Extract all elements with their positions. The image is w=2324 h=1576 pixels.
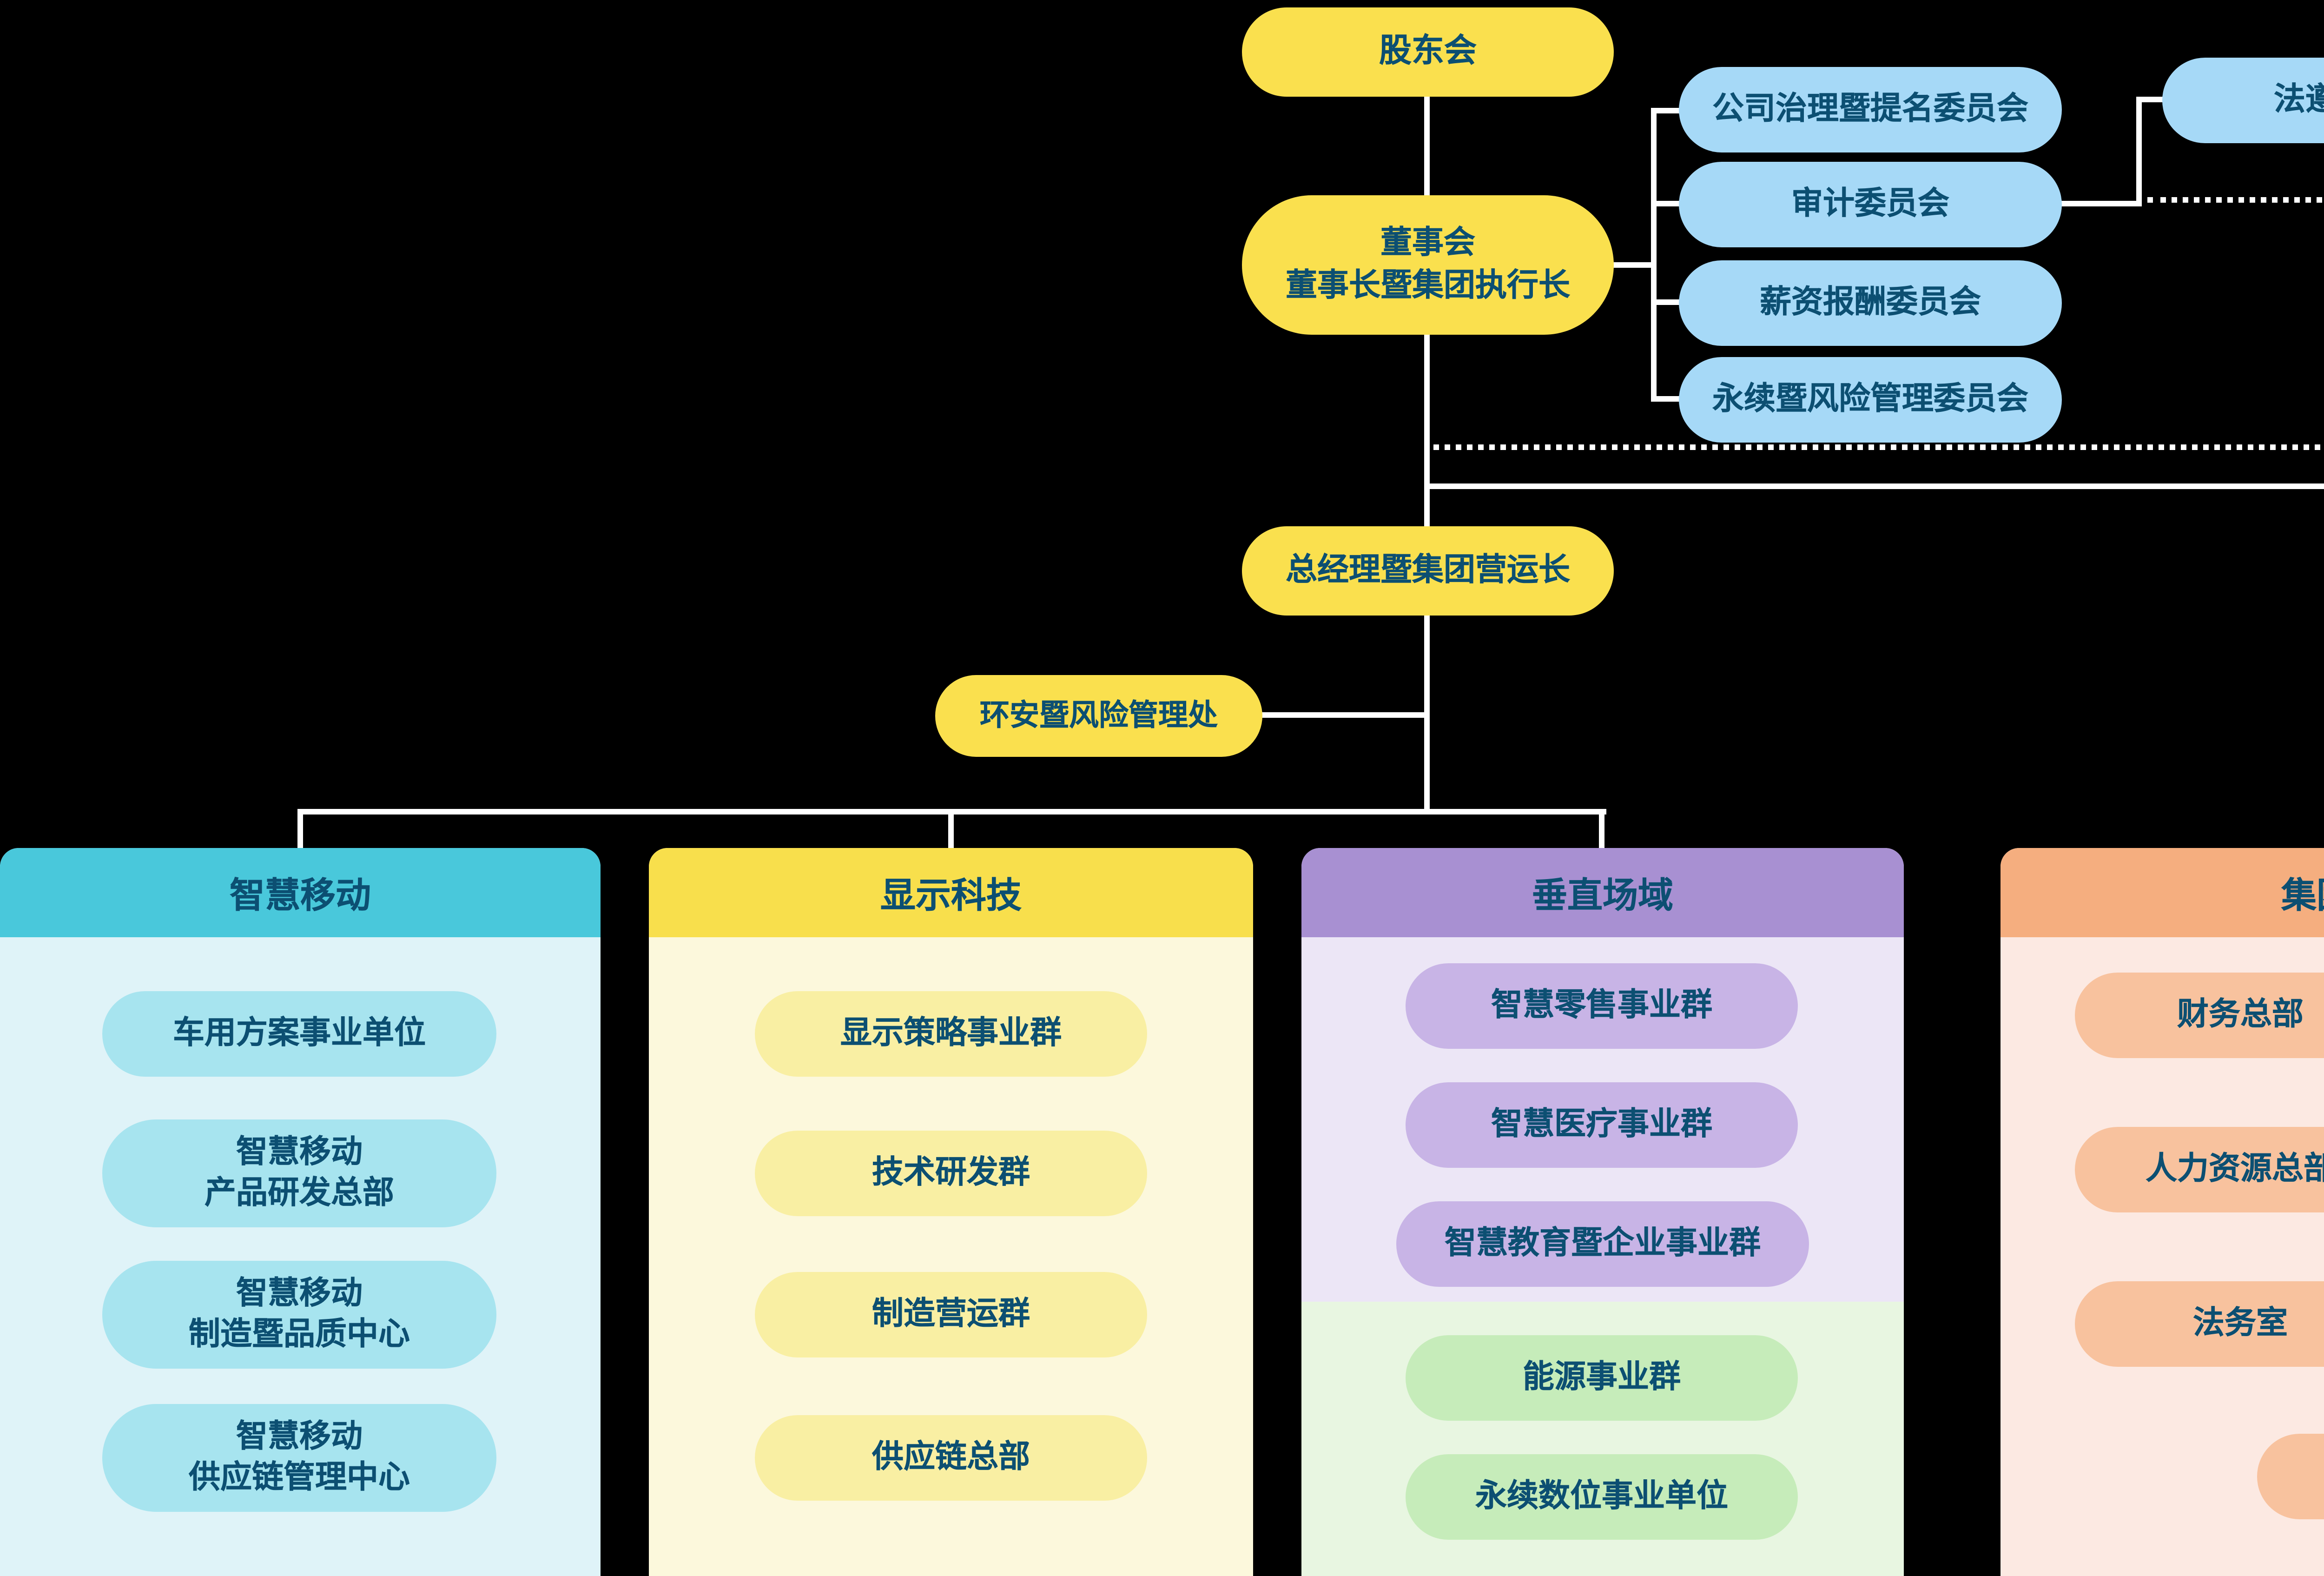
node-president-coo: 总经理暨集团营运长 [1242, 526, 1614, 616]
connector-committee-stub-3 [1651, 299, 1683, 305]
connector-committee-stub-4 [1651, 396, 1683, 402]
node-sustainable-digital: 永续数位事业单位 [1406, 1454, 1798, 1540]
connector-audit-compliance-h2 [2142, 97, 2166, 102]
connector-board-president [1424, 333, 1430, 528]
node-mfg-operations-group: 制造营运群 [755, 1272, 1147, 1357]
node-audit-management-office: 稽核管理处 [2257, 1434, 2324, 1519]
node-energy-group: 能源事业群 [1406, 1335, 1798, 1421]
panel-header-display-technology: 显示科技 [649, 848, 1253, 937]
connector-audit-compliance-v [2136, 97, 2142, 206]
node-committee-compensation: 薪资报酬委员会 [1679, 260, 2062, 346]
connector-shareholders-board [1424, 97, 1430, 197]
node-committee-governance: 公司治理暨提名委员会 [1679, 67, 2062, 152]
dotted-audit-right [2147, 197, 2324, 203]
panel-header-vertical-domains: 垂直场域 [1301, 848, 1904, 937]
connector-drop-mobility [297, 809, 303, 850]
node-committee-audit: 审计委员会 [1679, 162, 2062, 247]
connector-audit-compliance-h1 [2056, 201, 2142, 206]
node-smart-education-enterprise: 智慧教育暨企业事业群 [1396, 1201, 1809, 1287]
node-legal-office: 法务室 [2075, 1281, 2324, 1367]
node-tech-rnd-group: 技术研发群 [755, 1131, 1147, 1216]
node-mobility-supply-chain: 智慧移动 供应链管理中心 [102, 1404, 496, 1512]
node-compliance-counsel: 法遵总顾问 [2162, 58, 2324, 143]
node-automotive-solutions: 车用方案事业单位 [102, 991, 496, 1077]
connector-ehs-stub [1257, 712, 1428, 718]
dotted-compliance-across [1424, 444, 2324, 450]
connector-committee-stub-1 [1651, 108, 1683, 113]
connector-support-branch-h [1424, 483, 2324, 489]
connector-committee-stub-2 [1651, 201, 1683, 206]
node-shareholders: 股东会 [1242, 7, 1614, 97]
node-mobility-mfg-quality: 智慧移动 制造暨品质中心 [102, 1261, 496, 1369]
panel-header-group-support: 集团营运支援单位 [2000, 848, 2324, 937]
connector-committees-bracket [1651, 108, 1657, 402]
connector-board-committees [1610, 262, 1655, 268]
node-board-chairman: 董事会 董事长暨集团执行长 [1242, 195, 1614, 335]
panel-header-smart-mobility: 智慧移动 [0, 848, 601, 937]
node-supply-chain-hq: 供应链总部 [755, 1415, 1147, 1501]
connector-drop-vertical [1599, 809, 1604, 850]
node-committee-sustainability-risk: 永续暨风险管理委员会 [1679, 357, 2062, 443]
node-smart-medical: 智慧医疗事业群 [1406, 1082, 1798, 1168]
connector-drop-display [948, 809, 954, 850]
node-hr-hq: 人力资源总部 [2075, 1127, 2324, 1212]
node-ehs-risk-office: 环安暨风险管理处 [935, 675, 1262, 757]
node-smart-retail: 智慧零售事业群 [1406, 963, 1798, 1049]
node-display-strategy: 显示策略事业群 [755, 991, 1147, 1077]
node-finance-hq: 财务总部 [2075, 973, 2324, 1058]
node-mobility-rnd: 智慧移动 产品研发总部 [102, 1119, 496, 1227]
